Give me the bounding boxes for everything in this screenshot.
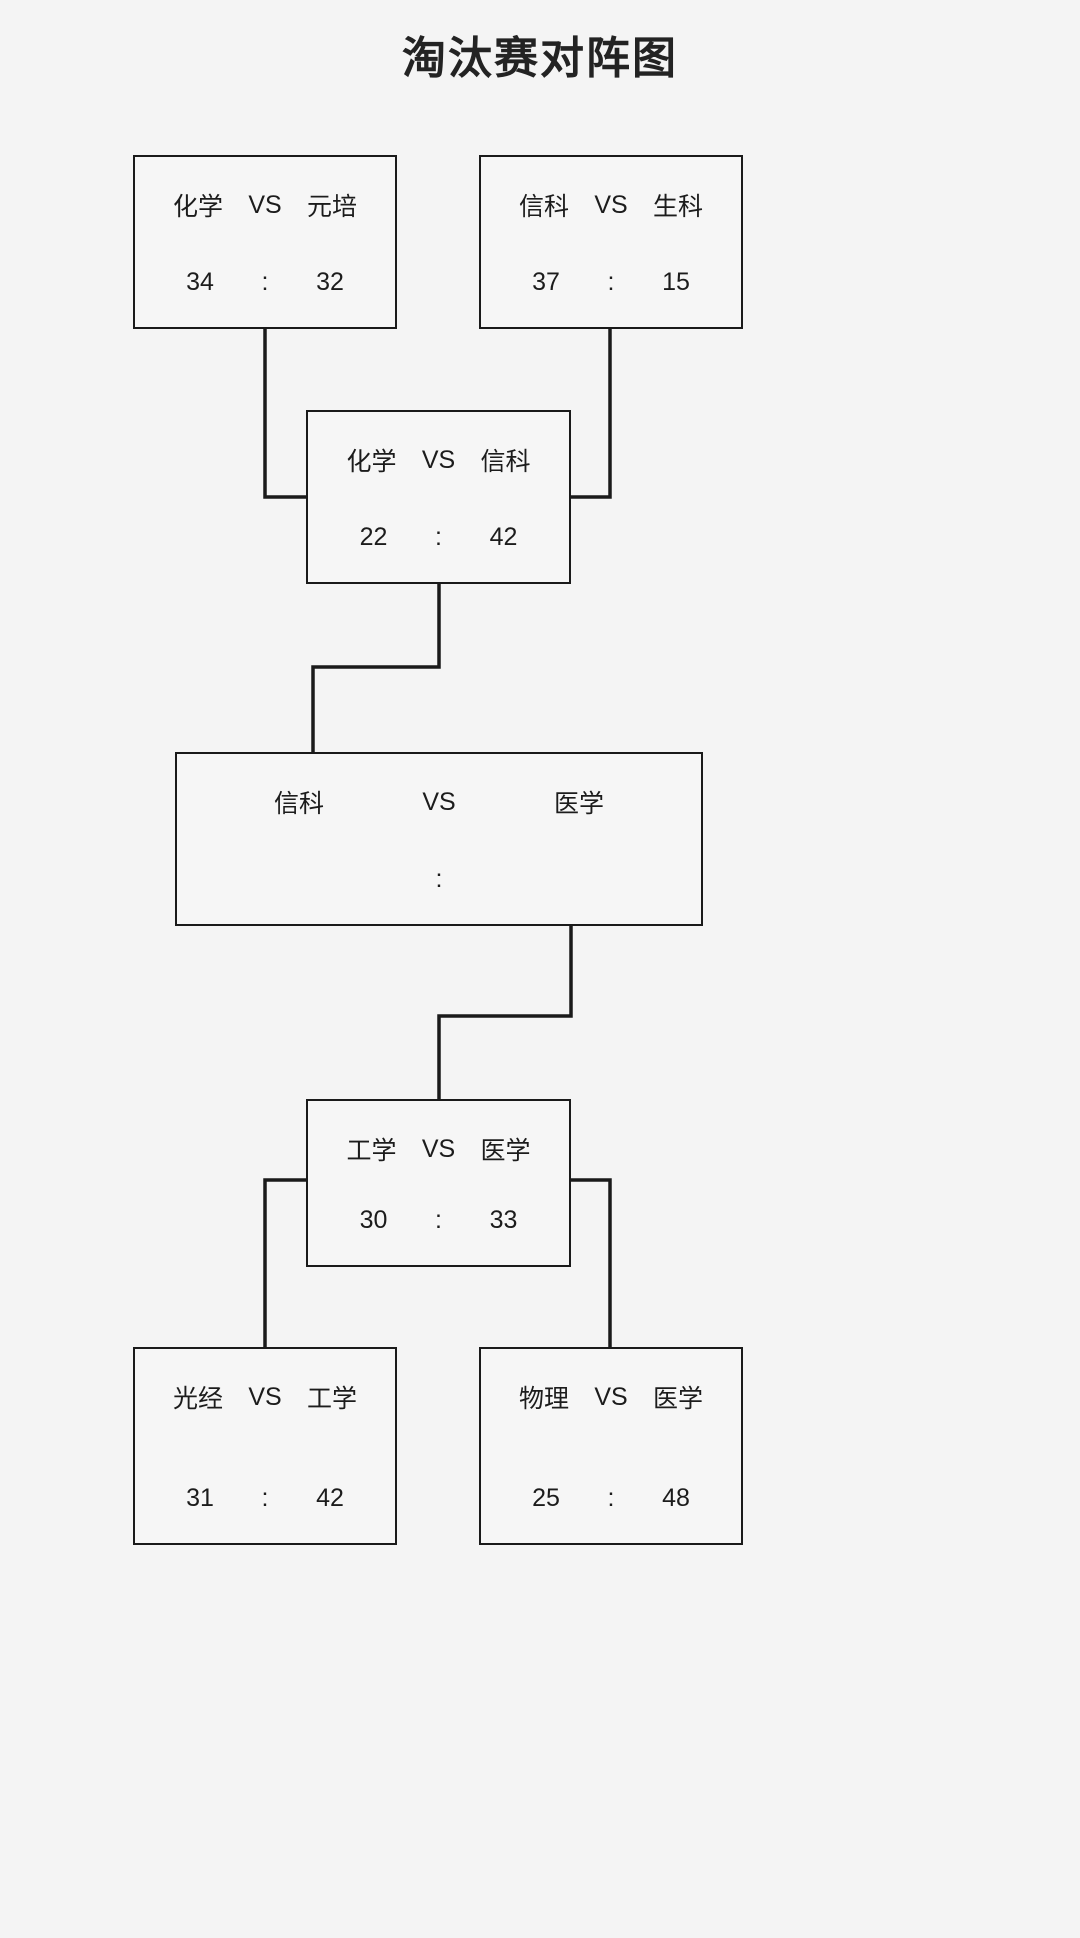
team-left-label: 光经 xyxy=(172,1385,223,1413)
team-right-label: 工学 xyxy=(307,1385,358,1413)
vs-label: VS xyxy=(248,1382,282,1411)
score-left-value: 30 xyxy=(359,1206,388,1234)
match-teams-row: 化学 VS 信科 xyxy=(308,442,569,478)
connector-sftop-to-final xyxy=(311,582,441,754)
score-right-value: 48 xyxy=(662,1484,690,1512)
score-left-value: 37 xyxy=(532,268,560,296)
match-scores-row: 31 : 42 xyxy=(135,1484,395,1513)
vs-label: VS xyxy=(594,190,628,219)
score-left-value: 31 xyxy=(186,1484,214,1512)
team-right-label: 医学 xyxy=(554,790,605,818)
score-right-value: 42 xyxy=(489,523,518,551)
team-left-label: 工学 xyxy=(346,1137,397,1165)
team-right-label: 元培 xyxy=(307,193,358,221)
team-left-label: 化学 xyxy=(346,448,397,476)
match-scores-row: 22 : 42 xyxy=(308,523,569,552)
vs-label: VS xyxy=(248,190,282,219)
score-separator: : xyxy=(435,1206,442,1234)
score-right-value: 32 xyxy=(316,268,344,296)
team-left-label: 化学 xyxy=(172,193,223,221)
match-teams-row: 物理 VS 医学 xyxy=(481,1379,741,1415)
vs-label: VS xyxy=(594,1382,628,1411)
match-teams-row: 光经 VS 工学 xyxy=(135,1379,395,1415)
team-left-label: 信科 xyxy=(273,790,324,818)
team-right-label: 医学 xyxy=(480,1137,531,1165)
score-separator: : xyxy=(435,523,442,551)
match-teams-row: 化学 VS 元培 xyxy=(135,187,395,223)
score-right-value: 15 xyxy=(662,268,690,296)
score-left-value: 22 xyxy=(359,523,388,551)
score-right-value: 42 xyxy=(316,1484,344,1512)
score-right-value: 33 xyxy=(489,1206,518,1234)
match-box-r1-d[interactable]: 物理 VS 医学 25 : 48 xyxy=(479,1347,743,1545)
vs-label: VS xyxy=(421,1134,456,1163)
connector-final-to-sfbot xyxy=(437,924,573,1101)
team-right-label: 医学 xyxy=(653,1385,704,1413)
score-left-value: 34 xyxy=(186,268,214,296)
match-teams-row: 工学 VS 医学 xyxy=(308,1131,569,1167)
match-scores-row: 34 : 32 xyxy=(135,268,395,297)
match-box-semifinal-top[interactable]: 化学 VS 信科 22 : 42 xyxy=(306,410,571,584)
match-scores-row: : xyxy=(177,865,701,894)
match-box-semifinal-bottom[interactable]: 工学 VS 医学 30 : 33 xyxy=(306,1099,571,1267)
connector-r1a-to-sftop xyxy=(263,327,308,499)
score-separator: : xyxy=(435,865,443,893)
vs-label: VS xyxy=(422,787,456,816)
match-box-r1-b[interactable]: 信科 VS 生科 37 : 15 xyxy=(479,155,743,329)
match-scores-row: 30 : 33 xyxy=(308,1206,569,1235)
connector-r1b-to-sftop xyxy=(569,327,612,499)
match-box-r1-a[interactable]: 化学 VS 元培 34 : 32 xyxy=(133,155,397,329)
score-separator: : xyxy=(261,1484,269,1512)
page-title: 淘汰赛对阵图 xyxy=(402,34,678,83)
match-box-r1-c[interactable]: 光经 VS 工学 31 : 42 xyxy=(133,1347,397,1545)
score-separator: : xyxy=(607,1484,615,1512)
connector-r1c-to-sfbot xyxy=(263,1178,308,1349)
team-right-label: 生科 xyxy=(653,193,704,221)
match-scores-row: 37 : 15 xyxy=(481,268,741,297)
vs-label: VS xyxy=(421,445,456,474)
match-box-final[interactable]: 信科 VS 医学 : xyxy=(175,752,703,926)
team-left-label: 信科 xyxy=(518,193,569,221)
score-separator: : xyxy=(261,268,269,296)
team-left-label: 物理 xyxy=(518,1385,569,1413)
match-teams-row: 信科 VS 生科 xyxy=(481,187,741,223)
team-right-label: 信科 xyxy=(480,448,531,476)
connector-r1d-to-sfbot xyxy=(569,1178,612,1349)
match-scores-row: 25 : 48 xyxy=(481,1484,741,1513)
score-left-value: 25 xyxy=(532,1484,560,1512)
match-teams-row: 信科 VS 医学 xyxy=(177,784,701,820)
score-separator: : xyxy=(607,268,615,296)
